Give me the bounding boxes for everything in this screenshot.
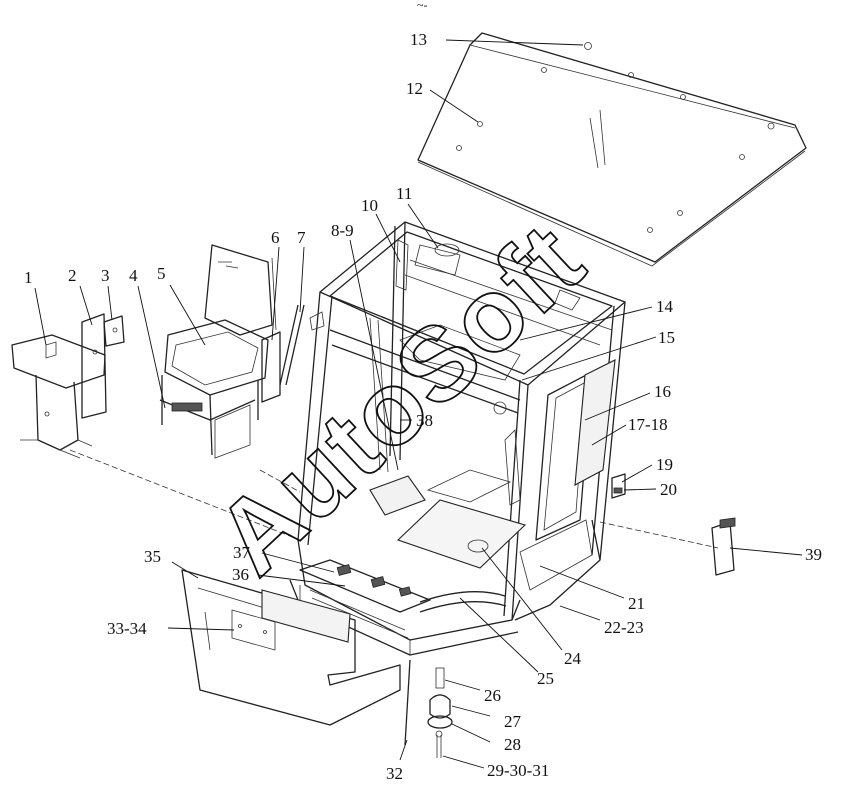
callout-10: 10	[361, 196, 378, 215]
callout-27: 27	[504, 712, 522, 731]
hinge-part	[711, 517, 736, 576]
callout-1: 1	[24, 268, 33, 287]
door-latch	[611, 473, 626, 499]
callout-35: 35	[144, 547, 161, 566]
assembly-line-right	[599, 521, 719, 549]
callout-2: 2	[68, 266, 77, 285]
assembly-line-seat	[259, 469, 301, 493]
callout-14: 14	[656, 297, 674, 316]
callout-24: 24	[564, 649, 582, 668]
callout-7: 7	[297, 228, 306, 247]
header-mark: ~-	[417, 0, 428, 12]
control-pedestal	[11, 334, 106, 459]
callout-26: 26	[484, 686, 501, 705]
armrest-console	[261, 257, 281, 403]
callout-12: 12	[406, 79, 423, 98]
callout-25: 25	[537, 669, 554, 688]
roof-panel	[417, 32, 807, 267]
assembly-line-left	[69, 449, 301, 541]
callout-37: 37	[233, 543, 251, 562]
cab-frame	[289, 221, 626, 656]
callout-33-34: 33-34	[107, 619, 147, 638]
callout-17-18: 17-18	[628, 415, 668, 434]
callout-4: 4	[129, 266, 138, 285]
callout-13: 13	[410, 30, 427, 49]
callout-38: 38	[416, 411, 433, 430]
callout-28: 28	[504, 735, 521, 754]
callout-16: 16	[654, 382, 671, 401]
linkage-rod	[279, 304, 325, 386]
operator-seat	[159, 244, 273, 459]
callout-11: 11	[396, 184, 412, 203]
callout-32: 32	[386, 764, 403, 783]
leader-lines	[34, 39, 803, 769]
callout-15: 15	[658, 328, 675, 347]
callout-labels: 1 2 3 4 5 6 7 8-9 10 11 12 13 14 15 16 1…	[24, 30, 822, 783]
lower-skirt-panel	[181, 569, 401, 726]
callout-39: 39	[805, 545, 822, 564]
callout-19: 19	[656, 455, 673, 474]
callout-36: 36	[232, 565, 249, 584]
callout-3: 3	[101, 266, 110, 285]
callout-5: 5	[157, 264, 166, 283]
callout-6: 6	[271, 228, 280, 247]
callout-8-9: 8-9	[331, 221, 354, 240]
side-brackets	[81, 313, 125, 419]
callout-22-23: 22-23	[604, 618, 644, 637]
callout-21: 21	[628, 594, 645, 613]
callout-29-30-31: 29-30-31	[487, 761, 549, 780]
mount-stack	[404, 659, 453, 758]
callout-20: 20	[660, 480, 677, 499]
